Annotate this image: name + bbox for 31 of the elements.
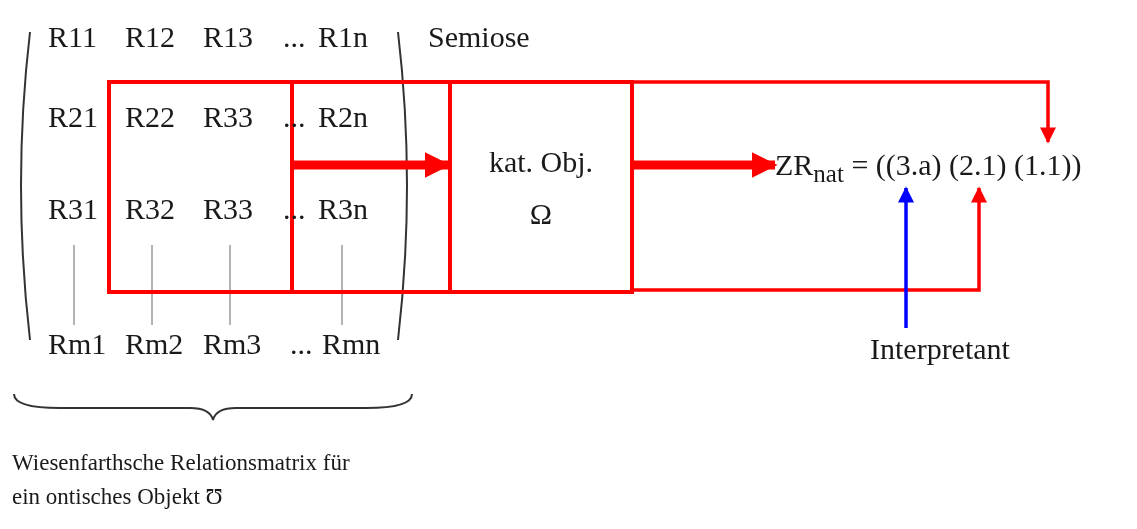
matrix-entry: Rm1 <box>48 326 107 362</box>
formula-text: ZR$_{nat}$ = ((3.a) (2.1) (1.1)) <box>775 144 1085 186</box>
caption-text: Wiesenfarthsche Relationsmatrix für ein ontisches Objekt Ʊ <box>12 449 351 511</box>
matrix-entry: R33 <box>203 99 253 135</box>
matrix-entry: ... <box>290 326 313 362</box>
arrow <box>634 80 1056 144</box>
matrix-entry: ... <box>283 19 306 55</box>
matrix-entry: R12 <box>125 19 175 55</box>
matrix-entry: R31 <box>48 191 98 227</box>
matrix-entry: R11 <box>48 19 97 55</box>
matrix-entry: R3n <box>318 191 368 227</box>
arrow <box>294 152 451 178</box>
matrix-entry: R22 <box>125 99 175 135</box>
arrow <box>634 186 987 292</box>
interpretant-label: Interpretant <box>870 328 1030 368</box>
matrix-entry: R13 <box>203 19 253 55</box>
matrix-entry: R21 <box>48 99 98 135</box>
annotation-text: Semiose <box>428 19 530 55</box>
matrix-entry: R32 <box>125 191 175 227</box>
matrix-entry: R2n <box>318 99 368 135</box>
matrix-entry: ... <box>283 191 306 227</box>
arrow <box>898 186 914 328</box>
matrix-entry: Rm3 <box>203 326 262 362</box>
arrow <box>634 152 778 178</box>
matrix-entry: ... <box>283 99 306 135</box>
matrix-entry: Rm2 <box>125 326 184 362</box>
matrix-entry: R1n <box>318 19 368 55</box>
matrix-entry: R33 <box>203 191 253 227</box>
omega-symbol: Ω <box>528 196 554 232</box>
matrix-entry: Rmn <box>322 326 381 362</box>
object-title: kat. Obj. <box>487 144 595 180</box>
